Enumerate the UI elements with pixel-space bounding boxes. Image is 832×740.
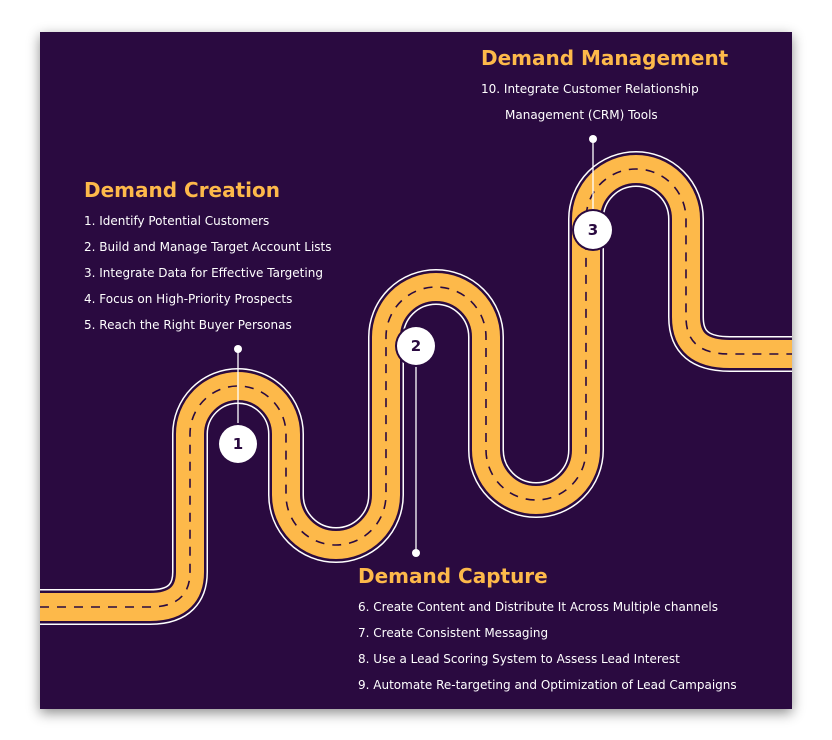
demand-capture-title: Demand Capture (358, 564, 548, 588)
step-marker-3: 3 (574, 211, 612, 249)
list-item: 9. Automate Re-targeting and Optimizatio… (358, 678, 737, 692)
demand-creation-title: Demand Creation (84, 178, 281, 202)
road-centerline (40, 168, 792, 608)
step-marker-2: 2 (397, 327, 435, 365)
roadmap-card: Demand Creation 1. Identify Potential Cu… (40, 32, 792, 709)
demand-management-title: Demand Management (481, 46, 729, 70)
list-item: 8. Use a Lead Scoring System to Assess L… (358, 652, 680, 666)
demand-management-list: 10. Integrate Customer Relationship Mana… (481, 76, 699, 128)
connector-dot-2 (412, 549, 420, 557)
list-item: 2. Build and Manage Target Account Lists (84, 240, 332, 254)
list-item: Management (CRM) Tools (505, 108, 658, 122)
connector-dot-1 (234, 345, 242, 353)
winding-road (40, 135, 792, 625)
list-item: 10. Integrate Customer Relationship (481, 82, 699, 96)
list-item: 7. Create Consistent Messaging (358, 626, 549, 640)
list-item: 3. Integrate Data for Effective Targetin… (84, 266, 323, 280)
list-item: 1. Identify Potential Customers (84, 214, 270, 228)
step-marker-1: 1 (219, 425, 257, 463)
demand-creation-list: 1. Identify Potential Customers 2. Build… (84, 208, 332, 338)
connector-dot-3 (589, 135, 597, 143)
list-item: 5. Reach the Right Buyer Personas (84, 318, 292, 332)
list-item: 4. Focus on High-Priority Prospects (84, 292, 293, 306)
list-item: 6. Create Content and Distribute It Acro… (358, 600, 719, 614)
demand-capture-list: 6. Create Content and Distribute It Acro… (358, 594, 737, 698)
